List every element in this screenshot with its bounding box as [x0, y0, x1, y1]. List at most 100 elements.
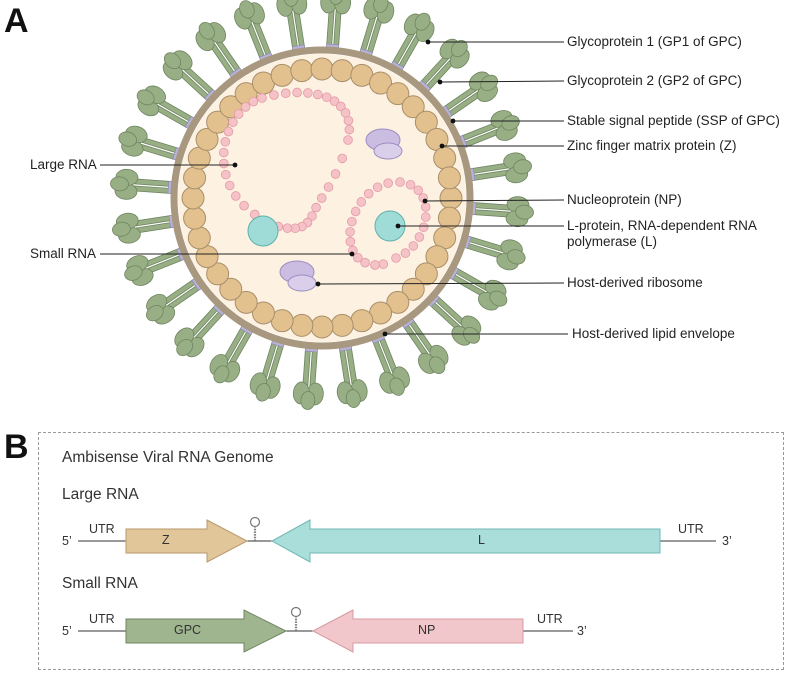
small-rna-bead — [378, 259, 389, 269]
small-rna-bead — [352, 252, 363, 263]
large-rna-bead — [218, 147, 229, 158]
z-matrix-bead — [310, 315, 334, 339]
z-matrix-bead — [386, 290, 410, 314]
large-rna-bead — [313, 89, 323, 100]
gp1-lobe — [146, 305, 164, 322]
leader-large-rna-dot — [232, 162, 238, 168]
gp1-lobe — [213, 365, 230, 384]
small-utr-right: UTR — [537, 612, 563, 626]
hairpin-loop — [290, 606, 302, 618]
gp1-lobe — [507, 249, 526, 265]
gp1-lobe — [198, 22, 215, 40]
large-rna-bead — [303, 88, 313, 98]
gene-gpc-arrow — [125, 609, 288, 653]
gp1-lobe — [112, 221, 131, 237]
glycoprotein-spike — [320, 0, 352, 54]
gp1-lobe — [501, 115, 520, 131]
large-utr-right: UTR — [678, 522, 704, 536]
z-matrix-bead — [437, 166, 461, 190]
label-nucleoprotein: Nucleoprotein (NP) — [567, 192, 682, 207]
small-rna-bead — [420, 202, 431, 212]
label-host-ribosome: Host-derived ribosome — [567, 275, 703, 290]
large-rna-bead — [230, 191, 241, 201]
z-matrix-bead — [251, 301, 275, 325]
label-glycoprotein-2: Glycoprotein 2 (GP2 of GPC) — [567, 73, 742, 88]
label-glycoprotein-1: Glycoprotein 1 (GP1 of GPC) — [567, 34, 742, 49]
label-l-protein-line2: polymerase (L) — [567, 234, 658, 249]
z-matrix-bead — [401, 95, 425, 119]
z-matrix-bead — [386, 82, 410, 106]
large-rna-bead — [282, 223, 293, 233]
z-matrix-bead — [290, 313, 314, 337]
leader-ribosome-dot — [315, 281, 321, 287]
label-large-rna: Large RNA — [30, 157, 97, 172]
glycoprotein-spike — [112, 212, 180, 244]
z-matrix-bead — [181, 186, 205, 210]
gp1-lobe — [414, 12, 431, 31]
genome-title: Ambisense Viral RNA Genome — [62, 449, 274, 466]
glycoprotein-spike — [438, 71, 498, 121]
large-rna-bead — [343, 115, 354, 126]
small-rna-bead — [345, 236, 356, 247]
large-rna-bead — [224, 180, 235, 191]
gp1-lobe — [389, 377, 405, 396]
large-rna-bead — [223, 126, 234, 137]
large-rna-bead — [344, 124, 355, 135]
small-rna-bead — [405, 179, 416, 190]
large-rna-bead — [316, 193, 327, 203]
large-rna-bead — [292, 87, 302, 98]
gp1-lobe — [239, 0, 255, 19]
leader-z-dot — [439, 143, 445, 149]
small-rna-bead — [400, 248, 411, 258]
label-small-rna: Small RNA — [30, 246, 97, 261]
glycoprotein-spike — [399, 314, 449, 374]
large-rna-bead — [220, 136, 231, 147]
gp1-lobe — [373, 0, 389, 13]
small-rna-bead — [391, 253, 401, 263]
large-rna-bead — [257, 93, 267, 103]
z-matrix-bead — [206, 262, 230, 286]
large-rna-bead — [321, 92, 332, 103]
z-matrix-bead — [414, 110, 438, 134]
glycoprotein-spike — [124, 245, 190, 286]
ribosome-small-subunit — [373, 142, 403, 160]
gp1-lobe — [489, 290, 508, 307]
glycoprotein-spike — [464, 152, 532, 184]
large-rna-bead — [307, 211, 317, 221]
small-rna-bead — [395, 177, 405, 187]
small-rna-hairpin — [290, 606, 302, 631]
small-rna-heading: Small RNA — [62, 575, 138, 592]
glycoprotein-spike — [336, 340, 368, 408]
large-rna-bead — [343, 135, 353, 145]
gene-gpc-label: GPC — [174, 623, 202, 637]
genome-frame — [38, 432, 784, 670]
leader-np — [424, 199, 565, 202]
large-rna-hairpin — [249, 516, 261, 541]
z-matrix-bead — [219, 277, 243, 301]
gp1-lobe — [328, 0, 344, 5]
gp1-lobe — [118, 131, 137, 147]
leader-np-dot — [422, 198, 428, 204]
z-matrix-bead — [330, 59, 354, 83]
z-matrix-bead — [183, 206, 207, 230]
label-leader-lines — [100, 39, 568, 337]
large-rna-bead — [330, 169, 341, 179]
large-rna-bead — [248, 96, 259, 107]
gp1-lobe — [515, 204, 534, 220]
gp1-lobe — [255, 383, 271, 402]
gp1-lobe — [480, 74, 498, 91]
small-rna-bead — [383, 178, 393, 188]
z-matrix-bead — [330, 313, 354, 337]
small-rna-bead — [345, 227, 355, 237]
large-3prime: 3’ — [722, 534, 732, 548]
gp1-lobe — [462, 326, 481, 344]
small-5prime: 5’ — [62, 624, 72, 638]
glycoprotein-spike — [369, 330, 410, 396]
leader-ribosome — [317, 282, 565, 285]
leader-gp2 — [439, 80, 565, 83]
z-matrix-bead — [425, 245, 449, 269]
gene-z-label: Z — [162, 533, 170, 547]
gene-np-label: NP — [418, 623, 436, 637]
small-rna-bead — [347, 216, 357, 227]
